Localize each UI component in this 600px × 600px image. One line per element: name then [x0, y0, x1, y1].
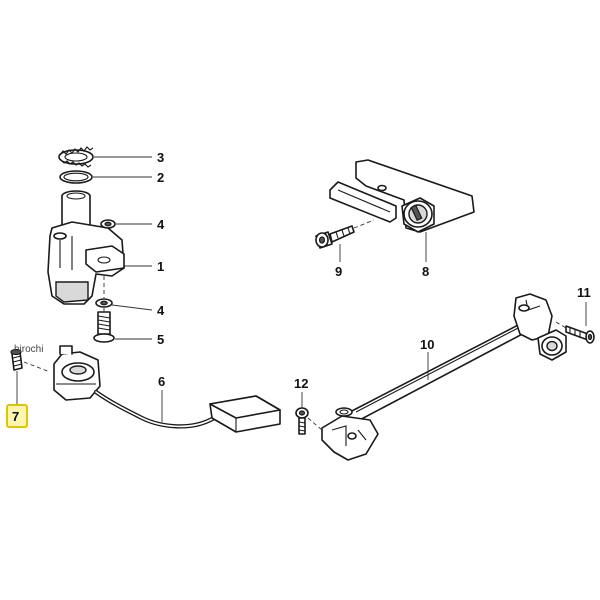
watermark-text: hirochi — [14, 344, 43, 355]
part-2-o-ring — [59, 170, 93, 184]
callout-11: 11 — [577, 285, 591, 300]
callout-7: 7 — [12, 409, 19, 424]
part-6-sensor-cable — [53, 345, 281, 433]
callout-9: 9 — [335, 264, 342, 279]
callout-2: 2 — [157, 170, 164, 185]
part-11-bolt — [565, 325, 595, 344]
part-5-screw — [93, 311, 115, 343]
callout-6: 6 — [158, 374, 165, 389]
part-10-lever-rod — [321, 293, 567, 461]
part-1-housing — [47, 190, 125, 305]
callout-7-highlight — [6, 404, 28, 428]
part-4-nut-lower — [95, 298, 113, 308]
part-9-bolt — [315, 225, 355, 249]
callout-3: 3 — [157, 150, 164, 165]
callout-4-lower: 4 — [157, 303, 165, 318]
callout-5: 5 — [157, 332, 164, 347]
callout-12: 12 — [294, 376, 308, 391]
part-7-small-screw — [10, 348, 23, 371]
part-3-toothed-ring — [58, 146, 94, 168]
callout-1: 1 — [157, 259, 164, 274]
part-12-screw — [295, 407, 309, 435]
callout-4-upper: 4 — [157, 217, 165, 232]
part-4-nut-upper — [100, 219, 116, 229]
callout-10: 10 — [420, 337, 434, 352]
callout-8: 8 — [422, 264, 429, 279]
part-8-bracket-lock — [329, 159, 475, 233]
